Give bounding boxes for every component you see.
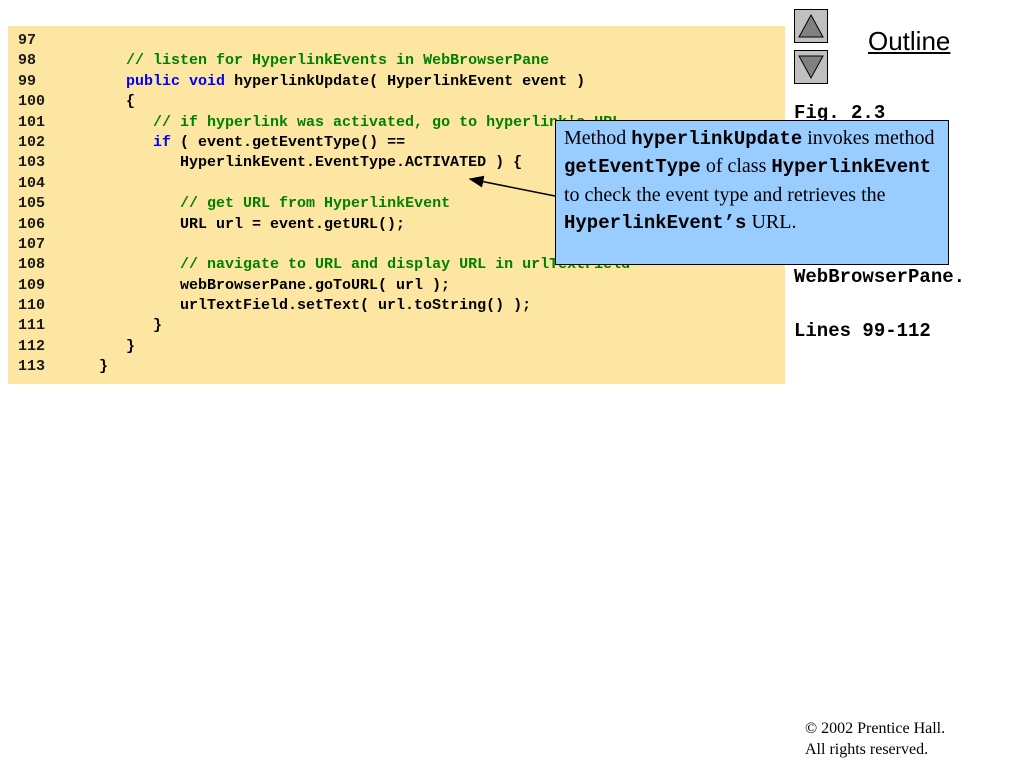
code-token	[72, 114, 153, 131]
callout-code-term: HyperlinkEvent’s	[564, 212, 747, 235]
line-number: 102	[18, 133, 46, 151]
code-line: 97	[8, 31, 785, 51]
copyright-line-2: All rights reserved.	[805, 741, 929, 758]
code-line: 99 public void hyperlinkUpdate( Hyperlin…	[8, 72, 785, 92]
callout-text: URL.	[746, 211, 797, 234]
code-text: {	[72, 92, 135, 112]
code-token	[72, 73, 126, 90]
code-line: 112 }	[8, 337, 785, 357]
line-number: 108	[18, 256, 46, 274]
code-line: 111 }	[8, 316, 785, 336]
callout-text: invokes method	[802, 127, 935, 149]
code-token: }	[72, 317, 163, 335]
copyright-line-1: © 2002 Prentice Hall.	[805, 720, 946, 737]
callout-code-term: hyperlinkUpdate	[631, 128, 803, 150]
line-number: 101	[18, 113, 46, 131]
triangle-down-icon	[798, 55, 824, 80]
code-token	[72, 195, 180, 212]
line-number: 103	[18, 154, 46, 172]
code-comment: // listen for HyperlinkEvents in WebBrow…	[126, 52, 550, 70]
code-text: }	[72, 337, 135, 357]
line-number: 111	[18, 317, 46, 335]
code-text: if ( event.getEventType() ==	[72, 133, 405, 153]
caption-line	[794, 291, 1019, 318]
code-text: webBrowserPane.goToURL( url );	[72, 276, 450, 296]
code-text: URL url = event.getURL();	[72, 215, 405, 235]
code-line: 110 urlTextField.setText( url.toString()…	[8, 296, 785, 316]
code-text: urlTextField.setText( url.toString() );	[72, 296, 531, 316]
line-number: 99	[18, 72, 37, 90]
line-number: 113	[18, 358, 46, 376]
code-line: 102 if ( event.getEventType() ==	[8, 133, 785, 153]
line-number: 109	[18, 276, 46, 294]
code-keyword: if	[153, 133, 172, 151]
line-number: 97	[18, 32, 37, 49]
line-number: 107	[18, 235, 46, 253]
code-token: HyperlinkEvent.EventType.ACTIVATED ) {	[72, 154, 523, 172]
callout-box: Method hyperlinkUpdate invokes method ge…	[555, 120, 949, 265]
code-token: URL url = event.getURL();	[72, 215, 406, 233]
code-token	[180, 73, 189, 90]
code-line: 107	[8, 235, 785, 255]
code-text: // navigate to URL and display URL in ur…	[72, 255, 630, 275]
code-text: // if hyperlink was activated, go to hyp…	[72, 113, 621, 133]
callout-text: to check the event type and retrieves th…	[564, 183, 886, 206]
code-comment: // get URL from HyperlinkEvent	[180, 195, 451, 213]
code-token	[72, 134, 153, 151]
code-line: 98 // listen for HyperlinkEvents in WebB…	[8, 51, 785, 71]
caption-line: Lines 99-112	[794, 320, 931, 343]
triangle-up-icon	[798, 13, 824, 38]
code-text: // listen for HyperlinkEvents in WebBrow…	[72, 51, 549, 71]
callout-code-term: getEventType	[564, 156, 701, 179]
callout-code-term: HyperlinkEvent	[771, 156, 932, 179]
code-line: 105 // get URL from HyperlinkEvent	[8, 194, 785, 214]
copyright-notice: © 2002 Prentice Hall. All rights reserve…	[805, 718, 945, 760]
line-number: 106	[18, 215, 46, 233]
code-line: 104	[8, 174, 785, 194]
line-number: 104	[18, 174, 46, 192]
code-line: 109 webBrowserPane.goToURL( url );	[8, 276, 785, 296]
code-token: }	[72, 337, 136, 355]
code-text: // get URL from HyperlinkEvent	[72, 194, 450, 214]
caption-line: WebBrowserPane.	[794, 265, 966, 288]
next-slide-button[interactable]	[794, 50, 828, 84]
line-number: 112	[18, 337, 46, 355]
code-token	[72, 256, 180, 273]
code-token: hyperlinkUpdate( HyperlinkEvent event )	[225, 72, 586, 90]
line-number: 105	[18, 195, 46, 213]
code-token: urlTextField.setText( url.toString() );	[72, 297, 532, 315]
code-keyword: public	[126, 72, 181, 90]
code-text: }	[72, 357, 108, 377]
code-text: HyperlinkEvent.EventType.ACTIVATED ) {	[72, 153, 522, 173]
code-text: }	[72, 316, 162, 336]
line-number: 98	[18, 52, 37, 70]
callout-text: of class	[700, 155, 772, 178]
code-token: ( event.getEventType() ==	[171, 133, 406, 151]
code-token: {	[72, 93, 136, 111]
code-token: }	[72, 358, 109, 376]
code-line: 100 {	[8, 92, 785, 112]
code-line: 106 URL url = event.getURL();	[8, 215, 785, 235]
previous-slide-button[interactable]	[794, 9, 828, 43]
callout-text: Method	[564, 127, 632, 149]
code-token: webBrowserPane.goToURL( url );	[72, 276, 451, 294]
outline-link[interactable]: Outline	[868, 26, 951, 56]
caption-line: Fig. 2.3	[794, 102, 886, 124]
code-line: 113 }	[8, 357, 785, 377]
code-keyword: void	[189, 72, 226, 90]
line-number: 100	[18, 93, 46, 111]
code-token	[72, 52, 126, 69]
line-number: 110	[18, 297, 46, 315]
code-comment: // if hyperlink was activated, go to hyp…	[153, 113, 622, 131]
code-line: 103 HyperlinkEvent.EventType.ACTIVATED )…	[8, 153, 785, 173]
code-text: public void hyperlinkUpdate( HyperlinkEv…	[72, 72, 585, 92]
